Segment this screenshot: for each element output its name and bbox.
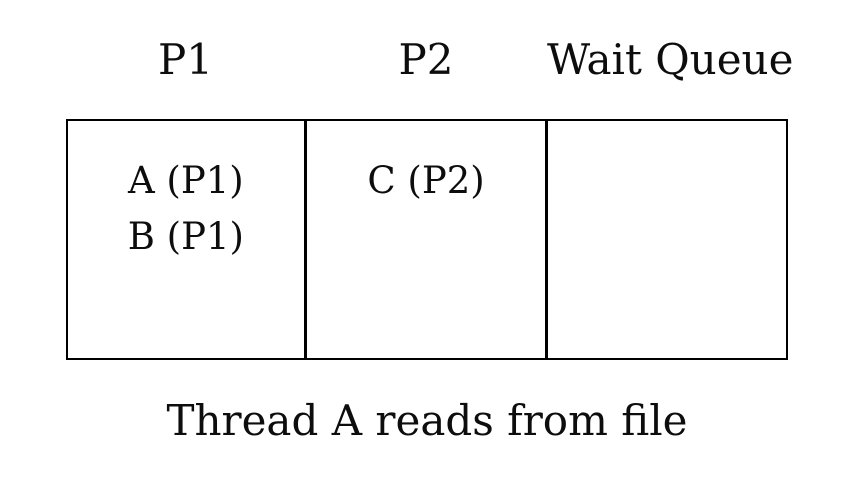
column-header-p1: P1: [158, 35, 213, 84]
thread-item-b: B (P1): [127, 215, 244, 258]
queue-cell-p2: C (P2): [307, 121, 549, 358]
column-header-p2: P2: [398, 35, 454, 84]
column-header-wait-queue: Wait Queue: [547, 35, 794, 84]
caption: Thread A reads from file: [166, 396, 688, 445]
queue-table: A (P1) B (P1) C (P2): [66, 119, 788, 360]
column-headers-row: P1 P2 Wait Queue: [0, 32, 854, 88]
thread-item-c: C (P2): [367, 159, 485, 202]
thread-item-a: A (P1): [127, 159, 244, 202]
queue-cell-p1: A (P1) B (P1): [68, 121, 307, 358]
queue-cell-wait-queue: [548, 121, 786, 358]
